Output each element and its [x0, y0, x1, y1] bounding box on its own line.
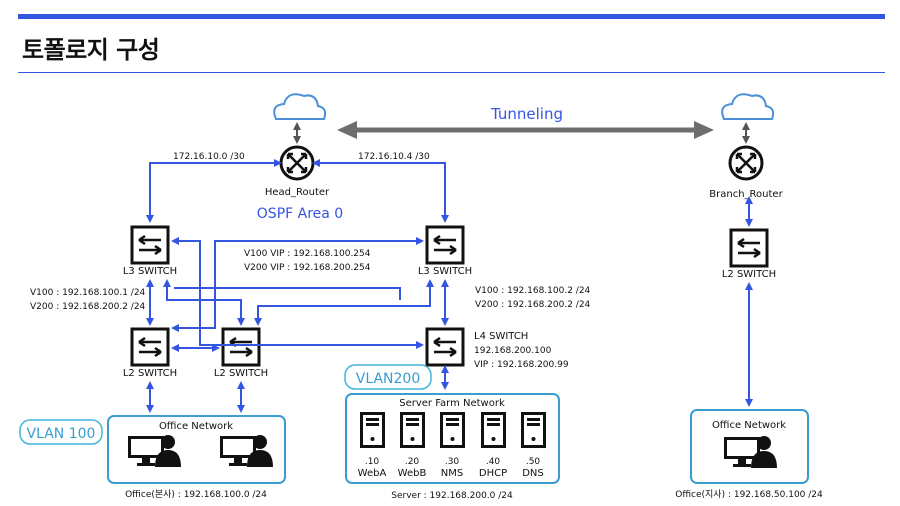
branch-router-label: Branch_Router	[709, 189, 783, 200]
link-head-l3-left	[146, 159, 282, 223]
top-accent-bar	[18, 14, 885, 19]
head-router-label: Head_Router	[265, 187, 330, 198]
vip-v200: V200 VIP : 192.168.200.254	[244, 263, 371, 273]
l3-switch-right-icon	[425, 225, 465, 265]
office-network-title: Office Network	[159, 421, 233, 432]
l3-right-v100: V100 : 192.168.100.2 /24	[475, 286, 591, 296]
server-num: .50	[526, 457, 541, 467]
link-l3left-l4-upper	[174, 287, 401, 300]
server-num: .40	[486, 457, 501, 467]
branch-office-title: Office Network	[712, 420, 786, 431]
title-divider	[18, 72, 885, 73]
server-icon-weba	[360, 412, 385, 448]
office-network-caption: Office(본사) : 192.168.100.0 /24	[125, 489, 267, 500]
l3-left-v100: V100 : 192.168.100.1 /24	[30, 288, 146, 298]
page-title: 토폴로지 구성	[22, 36, 160, 64]
link-head-right-label: 172.16.10.4 /30	[358, 152, 430, 162]
l2-switch-branch-icon	[729, 228, 769, 268]
server-farm-title: Server Farm Network	[399, 398, 505, 409]
vlan100-label: VLAN 100	[27, 426, 96, 442]
branch-office-caption: Office(지사) : 192.168.50.100 /24	[675, 489, 823, 500]
l2-switch-a-label: L2 SWITCH	[123, 368, 177, 379]
internet-cloud-icon	[273, 93, 327, 120]
vip-v100: V100 VIP : 192.168.100.254	[244, 249, 371, 259]
l3-right-v200: V200 : 192.168.200.2 /24	[475, 300, 591, 310]
server-num: .20	[405, 457, 420, 467]
vlan100-tag	[19, 419, 103, 445]
l2-switch-branch-label: L2 SWITCH	[722, 269, 776, 280]
tunnel-label: Tunneling	[490, 105, 563, 123]
server-name: WebB	[398, 468, 427, 479]
l3-switch-left-icon	[130, 225, 170, 265]
server-name: DNS	[522, 468, 544, 479]
server-name: DHCP	[479, 468, 507, 479]
l4-switch-icon	[425, 327, 465, 367]
server-name: NMS	[441, 468, 463, 479]
ospf-area-label: OSPF Area 0	[257, 206, 343, 222]
link-l2b-l3right	[254, 279, 434, 326]
office-network-box	[107, 415, 286, 484]
l4-vip: VIP : 192.168.200.99	[474, 360, 569, 370]
head-router-icon	[279, 145, 315, 181]
l3-left-v200: V200 : 192.168.200.2 /24	[30, 302, 146, 312]
server-num: .30	[445, 457, 460, 467]
link-head-left-label: 172.16.10.0 /30	[173, 152, 245, 162]
l3-switch-right-label: L3 SWITCH	[418, 266, 472, 277]
server-farm-caption: Server : 192.168.200.0 /24	[391, 491, 513, 501]
l3-switch-left-label: L3 SWITCH	[123, 266, 177, 277]
link-head-l3-right	[312, 159, 449, 223]
link-l3left-l2b	[163, 279, 245, 326]
server-icon-nms	[440, 412, 465, 448]
l4-switch-label: L4 SWITCH	[474, 331, 528, 342]
l2-switch-b-label: L2 SWITCH	[214, 368, 268, 379]
branch-router-icon	[728, 145, 764, 181]
server-icon-dhcp	[481, 412, 506, 448]
server-icon-dns	[521, 412, 546, 448]
server-num: .10	[365, 457, 380, 467]
server-name: WebA	[358, 468, 387, 479]
l2-switch-b-icon	[221, 327, 261, 367]
server-icon-webb	[400, 412, 425, 448]
vlan200-label: VLAN200	[356, 371, 420, 387]
l2-switch-a-icon	[130, 327, 170, 367]
l4-ip: 192.168.200.100	[474, 346, 552, 356]
vlan200-tag	[344, 364, 432, 390]
branch-cloud-icon	[721, 93, 775, 120]
